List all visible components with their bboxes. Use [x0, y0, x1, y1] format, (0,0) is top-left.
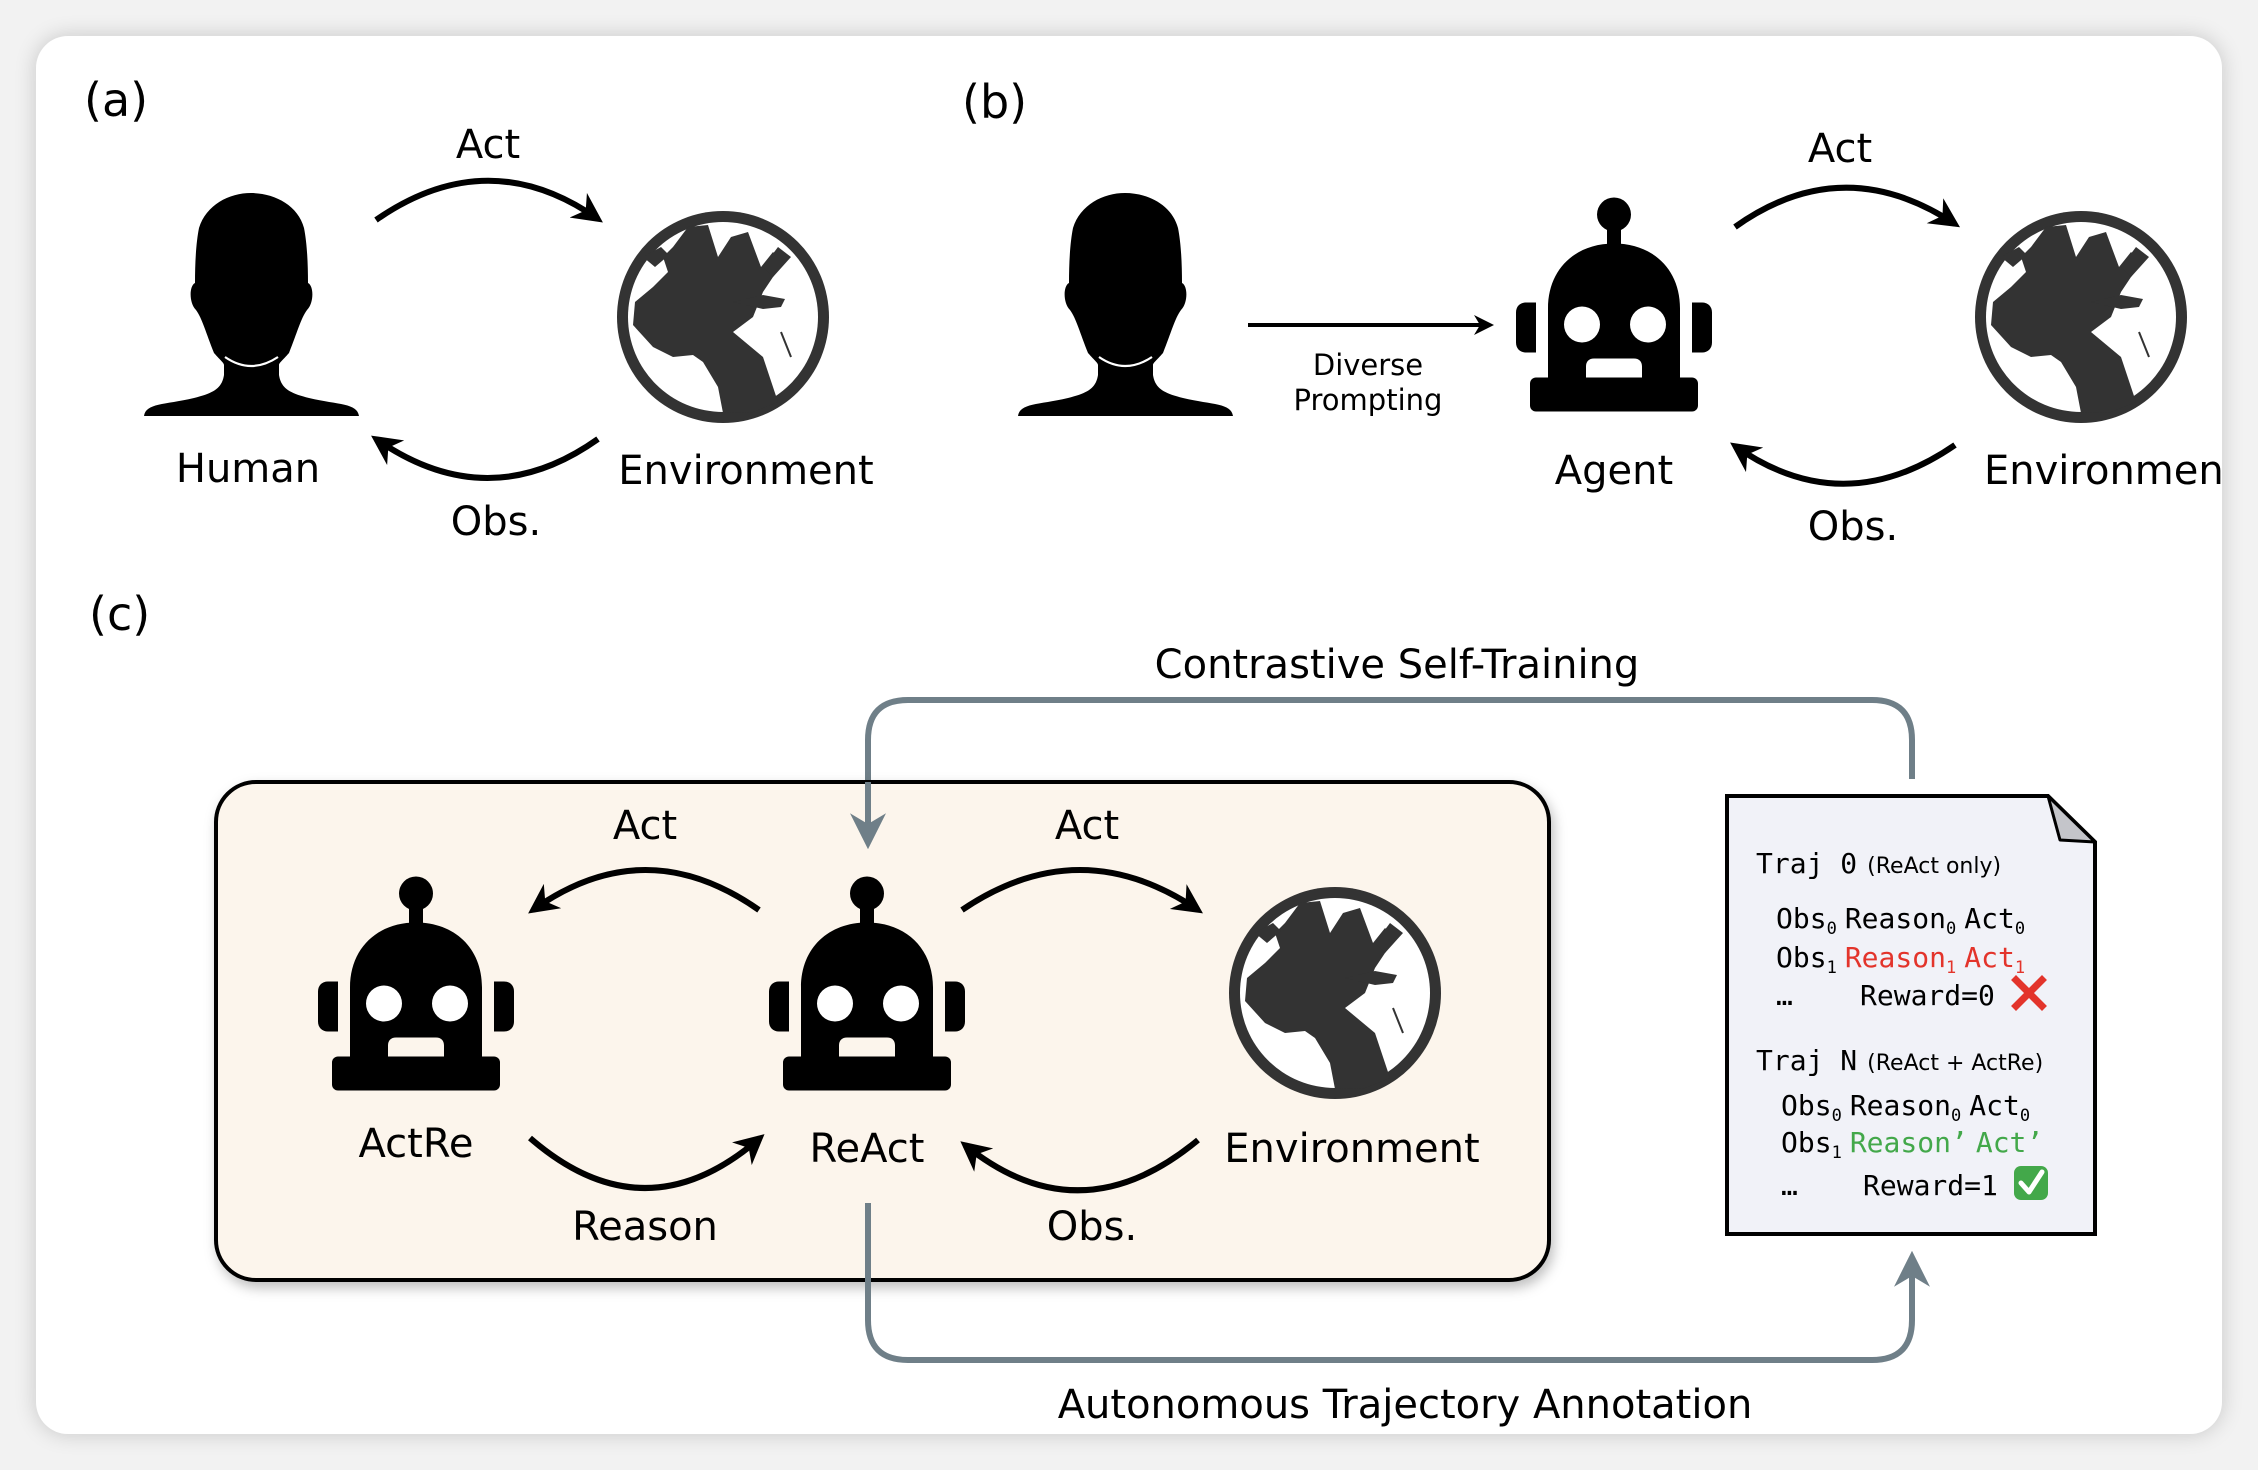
globe-icon [1228, 886, 1442, 1100]
act-label: Act [1808, 126, 1872, 172]
obs-arrow [371, 435, 600, 481]
robot-icon [1516, 197, 1712, 412]
page-fold-corner [2046, 794, 2097, 844]
act-label: Act [456, 122, 520, 168]
globe-icon [1974, 210, 2188, 424]
obs-label: Obs. [1808, 504, 1898, 550]
prompting-label-line2: Prompting [1294, 383, 1443, 417]
environment-label: Environment [1224, 1126, 1479, 1172]
trajectory-annotation-label: Autonomous Trajectory Annotation [1058, 1382, 1753, 1428]
prompting-label-line1: Diverse [1313, 348, 1423, 382]
panel-a-label: (a) [84, 73, 148, 127]
ellipsis: … [1776, 979, 1793, 1012]
environment-label: Environment [618, 448, 873, 494]
act-to-actre-arrow [528, 867, 761, 914]
react-label: ReAct [810, 1126, 925, 1172]
figure-card: (a) Act Obs. Human Environment (b) Diver… [36, 36, 2222, 1434]
human-icon [144, 193, 359, 416]
environment-label: Environment [1984, 448, 2222, 494]
human-icon [1018, 193, 1233, 416]
panel-b-label: (b) [962, 75, 1027, 129]
reason-label: Reason [572, 1204, 718, 1250]
trajectory-title: Traj 0(ReAct only) [1756, 847, 2001, 880]
act-arrow [374, 177, 603, 223]
agent-label: Agent [1555, 448, 1673, 494]
contrastive-self-training-arrow [850, 697, 1915, 850]
obs-label: Obs. [1047, 1204, 1137, 1250]
human-label: Human [176, 446, 320, 492]
reason-arrow [528, 1134, 765, 1191]
obs-label: Obs. [451, 499, 541, 545]
trajectory-annotation-arrow [865, 1203, 1930, 1363]
obs-arrow [1730, 442, 1957, 487]
obs-arrow [960, 1137, 1200, 1194]
act-right-label: Act [1055, 803, 1119, 849]
globe-icon [616, 210, 830, 424]
trajectory-title: Traj N(ReAct + ActRe) [1756, 1044, 2043, 1077]
check-mark-icon [2014, 1166, 2048, 1200]
reward-value: Reward=0 [1860, 979, 1995, 1012]
act-to-environment-arrow [960, 867, 1203, 914]
panel-c-label: (c) [89, 587, 150, 641]
contrastive-self-training-label: Contrastive Self-Training [1155, 642, 1640, 688]
act-left-label: Act [613, 803, 677, 849]
reward-value: Reward=1 [1863, 1169, 1998, 1202]
ellipsis: … [1781, 1169, 1798, 1202]
actre-label: ActRe [359, 1121, 474, 1167]
act-arrow [1733, 184, 1961, 230]
cross-mark-icon [2011, 975, 2047, 1011]
figure-canvas: (a) Act Obs. Human Environment (b) Diver… [84, 73, 2222, 1428]
